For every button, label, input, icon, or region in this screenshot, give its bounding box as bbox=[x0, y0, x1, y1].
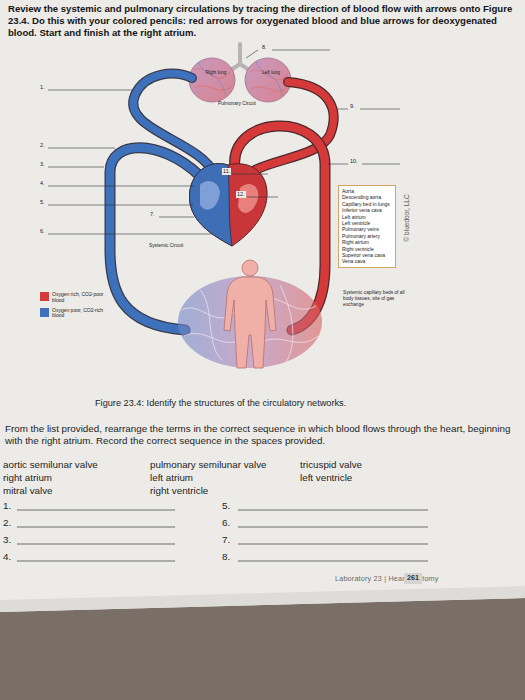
callout-number: 10. bbox=[350, 158, 358, 165]
word-bank-term: Inferior vena cava bbox=[342, 207, 392, 213]
circuit-label: Pulmonary Circuit bbox=[218, 101, 256, 107]
callout-number: 9. bbox=[350, 103, 355, 110]
structure-label: Right lung bbox=[204, 70, 228, 76]
lungs bbox=[189, 58, 291, 102]
answer-number: 8. bbox=[222, 551, 230, 563]
answer-number: 3. bbox=[3, 534, 11, 546]
word-bank-term: Pulmonary veins bbox=[342, 226, 392, 232]
term: aortic semilunar valve bbox=[3, 459, 98, 471]
callout-number: 6. bbox=[40, 228, 45, 235]
leader-lines bbox=[48, 50, 400, 234]
legend-text: Oxygen poor, CO2-rich blood bbox=[52, 308, 104, 320]
answer-number: 4. bbox=[3, 551, 11, 563]
answer-number: 6. bbox=[222, 517, 230, 529]
word-bank-term: Capillary bed in lungs bbox=[342, 201, 392, 207]
answer-number: 1. bbox=[3, 500, 11, 512]
instruction-text: From the list provided, rearrange the te… bbox=[5, 423, 513, 447]
callout-number: 8. bbox=[262, 44, 267, 51]
capillary-note: Systemic capillary beds of all body tiss… bbox=[342, 290, 414, 308]
page-footer: Laboratory 23 | Heart Anatomy bbox=[335, 575, 439, 584]
word-bank-term: Left atrium bbox=[342, 214, 392, 220]
term: right ventricle bbox=[150, 485, 208, 497]
callout-number: 12. bbox=[236, 191, 246, 198]
legend-entry: Oxygen poor, CO2-rich blood bbox=[40, 308, 104, 320]
legend: Oxygen rich, CO2-poor bloodOxygen poor, … bbox=[40, 292, 104, 323]
callout-number: 1. bbox=[40, 84, 45, 91]
answer-number: 7. bbox=[222, 534, 230, 546]
callout-number: 11. bbox=[222, 168, 231, 175]
page-number: 261 bbox=[404, 573, 422, 584]
term: left atrium bbox=[150, 472, 193, 484]
callout-number: 2. bbox=[40, 142, 45, 149]
answer-number: 2. bbox=[3, 517, 11, 529]
term: right atrium bbox=[3, 472, 52, 484]
answer-number: 5. bbox=[222, 500, 230, 512]
callout-number: 7. bbox=[150, 211, 155, 218]
term: left ventricle bbox=[300, 472, 352, 484]
structure-label: Left lung bbox=[259, 70, 283, 76]
heart bbox=[189, 164, 267, 246]
instruction-text: Review the systemic and pulmonary circul… bbox=[8, 3, 513, 39]
term: pulmonary semilunar valve bbox=[150, 459, 267, 471]
body-figure bbox=[224, 260, 276, 368]
word-bank-term: Vena cava bbox=[342, 258, 392, 264]
word-bank-term: Descending aorta bbox=[342, 194, 392, 200]
word-bank-term: Superior vena cava bbox=[342, 252, 392, 258]
capillary-bed bbox=[178, 276, 322, 368]
term: mitral valve bbox=[3, 485, 53, 497]
circuit-label: Systemic Circuit bbox=[148, 243, 184, 249]
word-bank-term: Aorta bbox=[342, 188, 392, 194]
legend-swatch bbox=[40, 292, 49, 301]
legend-text: Oxygen rich, CO2-poor blood bbox=[52, 292, 104, 304]
word-bank: AortaDescending aortaCapillary bed in lu… bbox=[338, 185, 396, 268]
callout-number: 4. bbox=[40, 180, 45, 187]
legend-swatch bbox=[40, 308, 49, 317]
word-bank-term: Left ventricle bbox=[342, 220, 392, 226]
term: tricuspid valve bbox=[300, 459, 362, 471]
figure-caption: Figure 23.4: Identify the structures of … bbox=[95, 398, 515, 409]
watermark: © bluedoor, LLC bbox=[403, 194, 411, 241]
legend-entry: Oxygen rich, CO2-poor blood bbox=[40, 292, 104, 304]
callout-number: 3. bbox=[40, 161, 45, 168]
word-bank-term: Right atrium bbox=[342, 239, 392, 245]
callout-number: 5. bbox=[40, 199, 45, 206]
word-bank-term: Pulmonary artery bbox=[342, 233, 392, 239]
word-bank-term: Right ventricle bbox=[342, 246, 392, 252]
